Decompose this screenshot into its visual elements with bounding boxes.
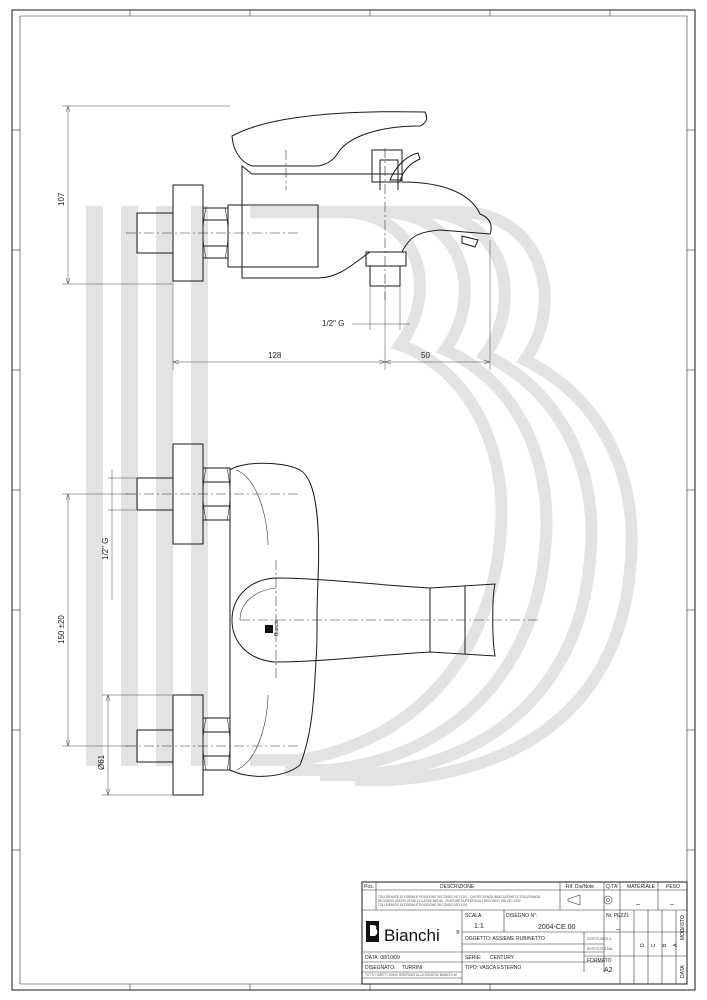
header-peso: PESO: [666, 884, 680, 890]
dimension-diameter: Ø61: [97, 754, 106, 770]
fine-print-3: TOLLERANZE DI FORMA E POSIZIONE SECONDO …: [378, 903, 468, 907]
dimension-128: 128: [268, 351, 282, 360]
pezzi-value: _: [615, 923, 620, 930]
dimension-thread-side: 1/2" G: [101, 538, 110, 560]
material-dash-2: _: [669, 898, 674, 905]
rev-letter-c: C: [651, 943, 657, 947]
scala-label: SCALA:: [465, 913, 483, 919]
material-dash-1: _: [635, 898, 640, 905]
header-rif: Rif. Dis/Note: [566, 884, 594, 890]
header-qta: Q.TA': [606, 884, 618, 890]
title-block: Pos. DESCRIZIONE Rif. Dis/Note Q.TA' MAT…: [361, 881, 688, 985]
disegnato-label: DISEGNATO:: [365, 965, 395, 971]
disegno-label: DISEGNO N°:: [506, 913, 537, 919]
fine-print-1: TOLLERANZE DI FORMA E POSIZIONE SECONDO …: [378, 895, 541, 899]
rev-header-visto: VISTO: [680, 915, 686, 930]
serie-value: CENTURY: [490, 955, 515, 961]
header-descrizione: DESCRIZIONE: [440, 884, 475, 890]
dimension-150: 150 ±20: [57, 615, 66, 644]
data-field: DATA: 08/10/09: [365, 955, 400, 961]
disegno-value: 2004-CE.00: [538, 924, 575, 931]
header-pos: Pos.: [364, 884, 374, 890]
dimension-thread-top: 1/2" G: [322, 319, 344, 328]
front-view-dimensions: 150 ±20 1/2" G Ø61: [57, 470, 172, 796]
sostituito-field: SOSTITUITO DAL: [587, 947, 613, 951]
registered-mark: ®: [456, 929, 460, 936]
formato-label: FORMATO: [587, 958, 612, 964]
bianchi-logo-text: Bianchi: [384, 926, 440, 945]
header-materiale: MATERIALE: [627, 884, 656, 890]
dimension-107: 107: [57, 192, 66, 206]
front-view: Bianchi: [126, 443, 540, 796]
side-view-dimensions: 107 128 50 1/2" G: [57, 105, 491, 370]
disegnato-value: TURRINI: [402, 965, 422, 971]
rev-letter-b: B: [662, 943, 668, 947]
oggetto-field: OGGETTO: ASSIEME RUBINETTO: [465, 936, 545, 942]
rev-header-mod: MOD.: [680, 927, 686, 940]
formato-value: A2: [604, 967, 613, 974]
fine-print-2: SECONDO UNI EN 22768-1 CLASSE MEDIA - FI…: [378, 899, 521, 903]
bianchi-watermark: [86, 206, 638, 786]
rights-notice: TUTTI I DIRITTI SONO RISERVATI ALLA SOCI…: [365, 973, 457, 977]
rev-letter-a: A: [673, 943, 679, 947]
handle-brand-mark: Bianchi: [274, 620, 280, 636]
tipo-field: TIPO: VASCA ESTERNO: [465, 965, 521, 971]
rev-header-data: DATA: [680, 965, 686, 978]
pezzi-label: Nr. PEZZI:: [606, 913, 629, 919]
sostituisce-field: SOSTITUISCE IL: [587, 937, 612, 941]
rev-letter-d: D: [640, 943, 646, 947]
scala-value: 1:1: [474, 923, 484, 930]
dimension-50: 50: [421, 351, 430, 360]
serie-label: SERIE:: [465, 955, 481, 961]
side-view: [126, 111, 492, 300]
